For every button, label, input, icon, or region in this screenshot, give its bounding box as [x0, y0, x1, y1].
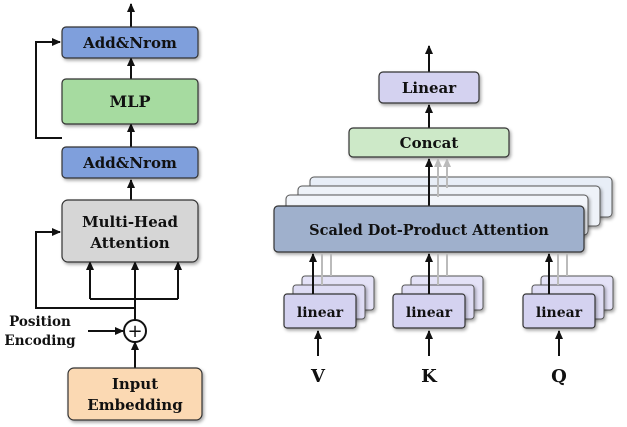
linear-v-stack: linear: [283, 275, 375, 329]
mha-label-line2: Attention: [89, 234, 169, 252]
residual-mlp: [35, 38, 62, 139]
input-embedding-box: Input Embedding: [67, 367, 203, 421]
input-label-line1: Input: [112, 375, 158, 393]
plus-circle: +: [123, 319, 147, 343]
concat-label: Concat: [400, 134, 459, 152]
add-norm-top-box: Add&Nrom: [61, 26, 199, 59]
position-label-line1: Position: [9, 314, 71, 330]
attention-detail: Linear Concat Scaled Dot-Product Attenti…: [273, 45, 614, 387]
sdpa-label: Scaled Dot-Product Attention: [309, 222, 549, 239]
add-norm-bottom-label: Add&Nrom: [82, 154, 177, 172]
input-q-label: Q: [551, 366, 567, 387]
sdpa-to-concat-arrows: [425, 158, 451, 206]
add-norm-top-label: Add&Nrom: [82, 34, 177, 52]
input-v-label: V: [310, 366, 326, 387]
plus-symbol: +: [127, 321, 142, 342]
concat-box: Concat: [348, 127, 510, 158]
mlp-box: MLP: [61, 78, 199, 125]
linear-k-label: linear: [406, 305, 453, 321]
linear-v-label: linear: [297, 305, 344, 321]
multi-head-attention-box: Multi-Head Attention: [61, 199, 199, 263]
position-label-line2: Encoding: [4, 333, 76, 349]
input-label-line2: Embedding: [87, 396, 183, 414]
linear-to-sdpa-arrows: [309, 253, 568, 294]
encoder-connectors: [35, 3, 182, 380]
encoder-block: Add&Nrom MLP Add&Nrom Multi-Head Attenti…: [4, 3, 203, 421]
add-norm-bottom-box: Add&Nrom: [61, 146, 199, 179]
sdpa-box: Scaled Dot-Product Attention: [273, 205, 585, 253]
input-to-linear-arrows: [314, 330, 563, 356]
mlp-label: MLP: [110, 92, 151, 111]
linear-output-box: Linear: [378, 71, 480, 104]
linear-q-stack: linear: [522, 275, 614, 329]
residual-attention: [35, 228, 135, 309]
mha-label-line1: Multi-Head: [82, 213, 178, 231]
linear-q-label: linear: [536, 305, 583, 321]
input-k-label: K: [421, 366, 438, 387]
linear-output-label: Linear: [402, 79, 457, 97]
